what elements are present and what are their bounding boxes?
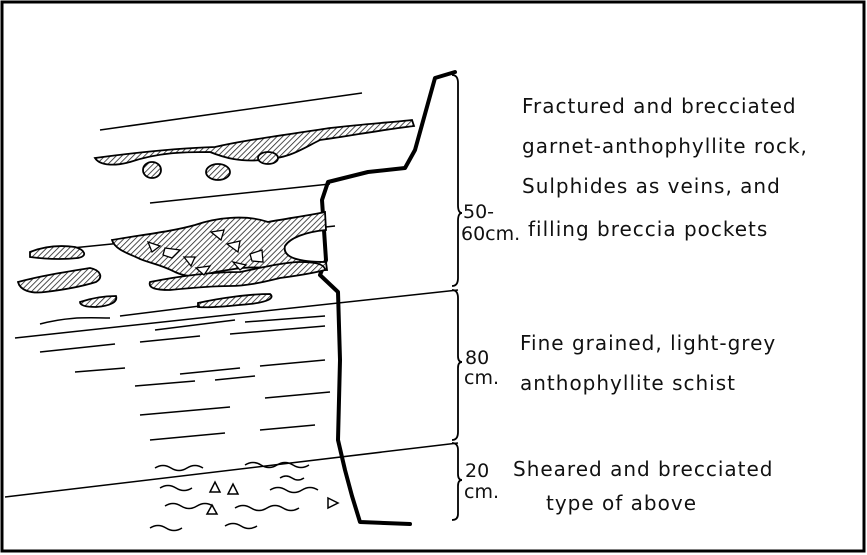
sulphide-vein-bottom-1 bbox=[80, 296, 116, 307]
brace-upper bbox=[452, 75, 462, 286]
description-upper-line-1: Fractured and brecciated bbox=[522, 94, 797, 118]
description-upper-line-2: garnet-anthophyllite rock, bbox=[522, 134, 808, 158]
description-upper-line-3: Sulphides as veins, and bbox=[522, 174, 781, 198]
brace-middle bbox=[452, 290, 462, 440]
thickness-label-upper-bottom: 60cm. bbox=[461, 223, 520, 245]
schist-foliation bbox=[40, 306, 330, 440]
description-lower-line-1: Sheared and brecciated bbox=[513, 457, 774, 481]
sulphide-vein-bottom-2 bbox=[198, 294, 272, 307]
breccia-triangles bbox=[207, 482, 338, 514]
sulphide-vein-upper bbox=[95, 120, 414, 165]
boundary-line-lower bbox=[5, 443, 458, 497]
thickness-label-lower-top: 20 bbox=[465, 460, 489, 482]
sulphide-vein-lower-left bbox=[18, 268, 100, 293]
sulphide-vein-left bbox=[30, 246, 84, 259]
sheared-wavy-lines bbox=[150, 463, 318, 531]
vein-knot-2 bbox=[206, 164, 230, 180]
thickness-label-lower-bottom: cm. bbox=[464, 481, 499, 503]
vein-knot-1 bbox=[143, 162, 161, 178]
thickness-label-upper-top: 50- bbox=[463, 201, 494, 223]
thickness-label-middle-bottom: cm. bbox=[464, 367, 499, 389]
brace-lower bbox=[452, 443, 462, 520]
thickness-label-middle-top: 80 bbox=[465, 347, 489, 369]
description-lower-line-2: type of above bbox=[546, 491, 697, 515]
description-upper-line-4: filling breccia pockets bbox=[528, 217, 768, 241]
description-middle-line-2: anthophyllite schist bbox=[520, 371, 736, 395]
description-middle-line-1: Fine grained, light-grey bbox=[520, 331, 776, 355]
vein-knot-3 bbox=[258, 152, 278, 164]
